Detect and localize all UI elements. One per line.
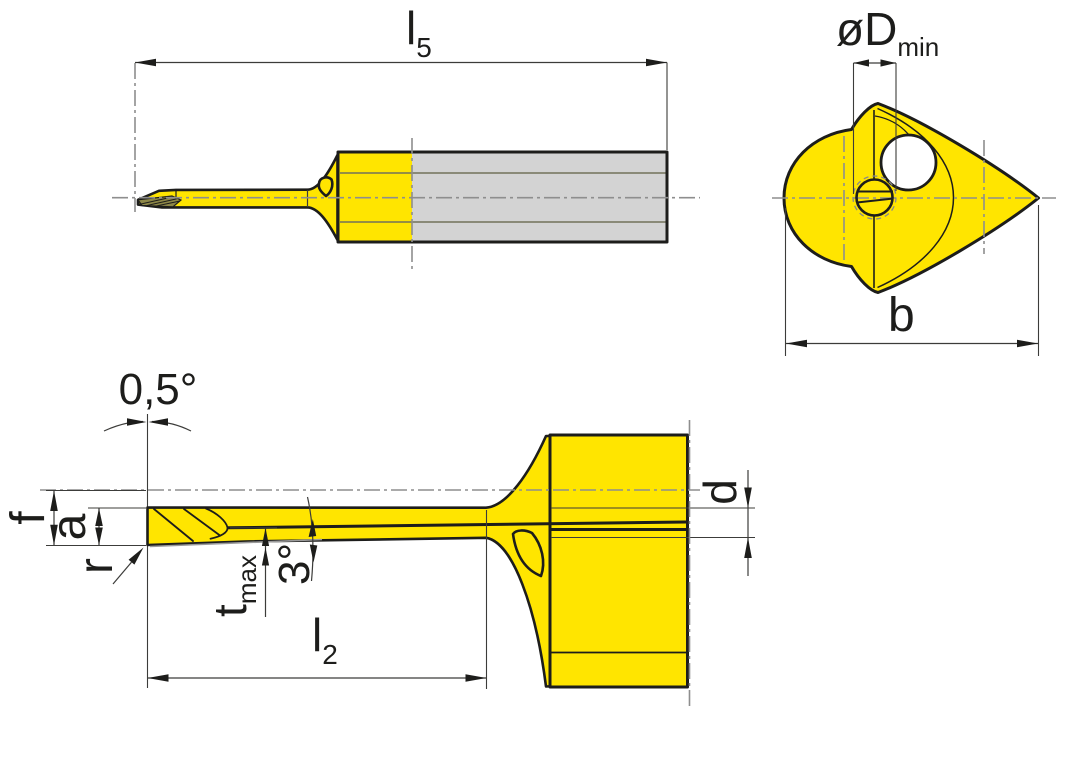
label-clearance-angle: 3°: [270, 543, 319, 585]
label-dmin: øDmin: [836, 3, 939, 62]
r-leader: [112, 547, 144, 585]
front-view: øDmin b: [772, 3, 1056, 356]
label-taper-angle: 0,5°: [119, 365, 198, 414]
front-view-hole: [879, 133, 938, 192]
taper-angle-dimension: [103, 418, 192, 432]
detail-shank-lines: [227, 507, 755, 539]
detail-notch: [511, 529, 545, 578]
label-r: r: [70, 558, 123, 574]
label-a: a: [43, 513, 96, 540]
d-dimension: [744, 470, 752, 576]
detail-view: 0,5° f a r tmax: [2, 365, 755, 707]
front-view-ground-faces: [873, 107, 955, 289]
clearance-angle-dimension: [306, 496, 318, 582]
side-view-notch: [317, 176, 334, 198]
detail-holder-block: [548, 433, 689, 689]
clearance-reference-line: [149, 538, 323, 548]
label-d: d: [694, 479, 746, 505]
b-dimension: [784, 205, 1040, 356]
detail-cutting-head: [153, 507, 229, 542]
label-l2: l2: [312, 609, 338, 670]
label-tmax: tmax: [204, 555, 262, 617]
l2-dimension: [147, 510, 488, 689]
detail-shaft: [146, 434, 558, 688]
label-f: f: [2, 511, 55, 525]
label-l5: l5: [406, 2, 432, 63]
f-dimension: [46, 489, 146, 547]
label-b: b: [888, 289, 915, 342]
front-view-edge-circle: [852, 175, 897, 220]
l5-dimension: [135, 58, 667, 67]
tmax-dimension: [230, 527, 277, 617]
dmin-dimension: [852, 59, 897, 194]
a-dimension: [88, 507, 146, 546]
side-view: l5: [112, 2, 700, 270]
